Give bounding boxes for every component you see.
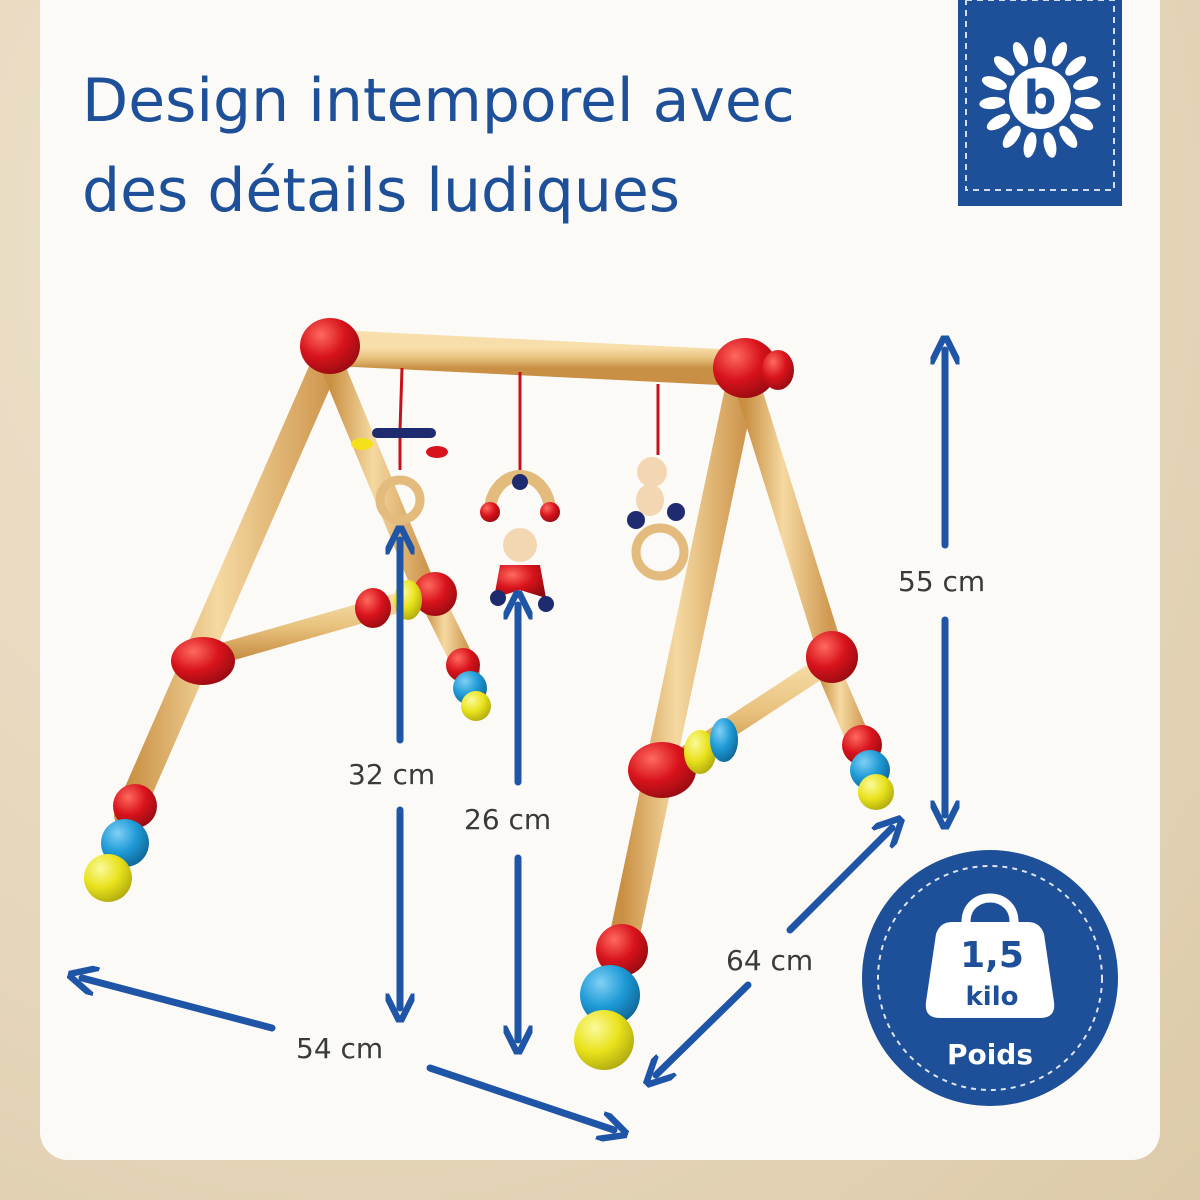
label-depth: 64 cm (726, 944, 814, 977)
hanging-toy-cat (627, 384, 689, 581)
headline-line-2: des détails ludiques (82, 156, 681, 226)
sunflower-icon: b (979, 37, 1101, 158)
arrow-64cm-upper (786, 828, 892, 934)
label-toy-height: 26 cm (464, 803, 552, 836)
hanging-toy-acrobat (480, 372, 560, 612)
weight-unit: kilo (965, 982, 1019, 1012)
baby-gym-illustration (84, 318, 894, 1070)
arrow-54cm-left (82, 978, 276, 1032)
arrow-64cm-lower (656, 981, 752, 1075)
headline-line-1: Design intemporel avec (82, 66, 795, 136)
headline: Design intemporel avec des détails ludiq… (82, 56, 942, 236)
arrow-54cm-right (426, 1064, 614, 1130)
label-ring-height: 32 cm (348, 758, 436, 791)
weight-label: Poids (946, 1038, 1034, 1071)
kettlebell-icon (925, 893, 1055, 1018)
label-frame-height: 55 cm (898, 565, 986, 598)
brand-logo: b (958, 0, 1122, 206)
hanging-toy-propeller (351, 367, 448, 525)
weight-value: 1,5 (960, 935, 1024, 976)
weight-badge (862, 850, 1118, 1106)
dimension-arrows (82, 350, 945, 1130)
logo-letter: b (1024, 71, 1057, 125)
label-width: 54 cm (296, 1032, 384, 1065)
